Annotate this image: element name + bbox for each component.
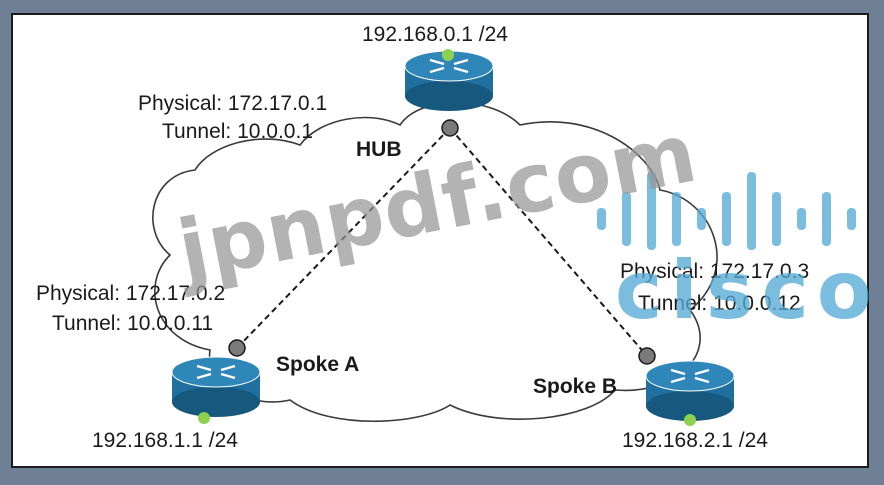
- spoke-a-lan-label: 192.168.1.1 /24: [92, 429, 238, 452]
- hub-lan-dot: [442, 49, 454, 61]
- spoke-b-name-label: Spoke B: [533, 375, 618, 398]
- spoke-a-physical-label: Physical: 172.17.0.2: [36, 282, 226, 305]
- spoke-a-name-label: Spoke A: [276, 353, 360, 376]
- hub-tunnel-dot: [441, 119, 459, 137]
- spoke-b-lan-dot: [684, 414, 696, 426]
- spoke-b-tunnel-label: Tunnel: 10.0.0.12: [638, 292, 801, 315]
- tunnel-hub-spoke-b: [449, 127, 648, 357]
- hub-lan-label: 192.168.0.1 /24: [362, 23, 508, 46]
- tunnel-hub-spoke-a: [236, 127, 451, 349]
- spoke-a-router-icon: [171, 356, 261, 417]
- spoke-b-tunnel-dot: [638, 347, 656, 365]
- hub-physical-label: Physical: 172.17.0.1: [138, 92, 328, 115]
- spoke-a-lan-dot: [198, 412, 210, 424]
- hub-tunnel-label: Tunnel: 10.0.0.1: [162, 120, 313, 143]
- hub-router-icon: [404, 50, 494, 111]
- spoke-a-tunnel-dot: [228, 339, 246, 357]
- spoke-b-router-icon: [645, 360, 735, 421]
- spoke-b-lan-label: 192.168.2.1 /24: [622, 429, 768, 452]
- hub-name-label: HUB: [356, 138, 402, 161]
- spoke-b-physical-label: Physical: 172.17.0.3: [620, 260, 810, 283]
- cisco-watermark-text: cisco: [615, 244, 880, 337]
- cisco-bars-logo: [597, 172, 856, 250]
- internet-cloud: [152, 101, 718, 423]
- spoke-a-tunnel-label: Tunnel: 10.0.0.11: [52, 312, 214, 335]
